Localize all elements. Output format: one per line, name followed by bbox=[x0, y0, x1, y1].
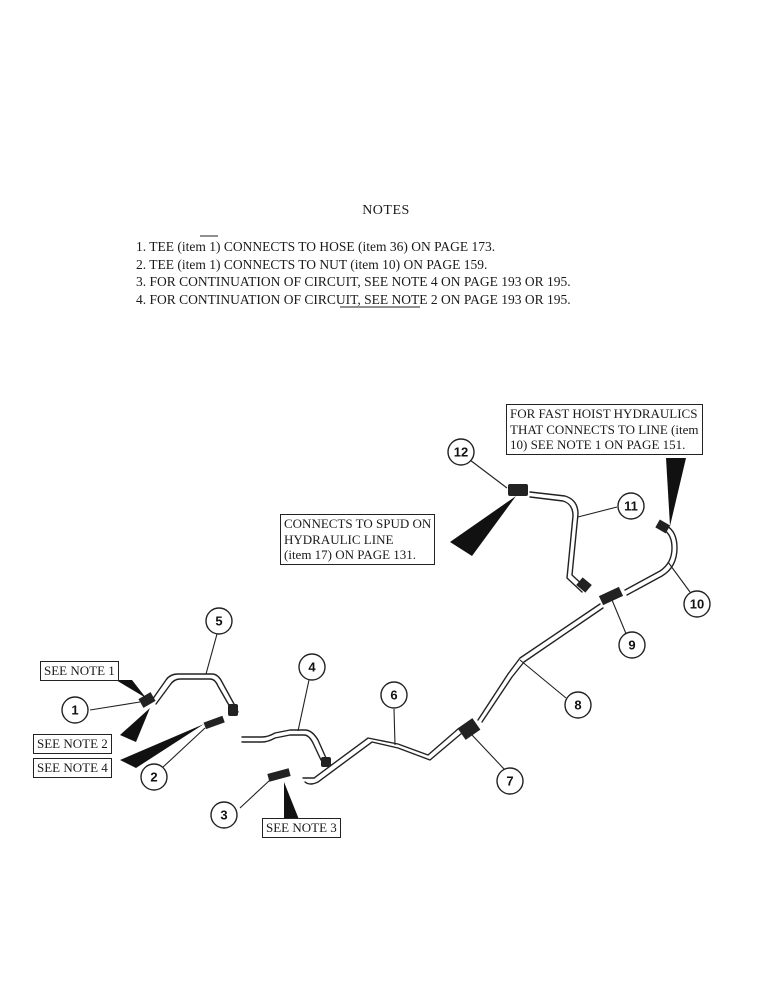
fitting-union-7 bbox=[457, 718, 481, 740]
note-4: 4. FOR CONTINUATION OF CIRCUIT, SEE NOTE… bbox=[136, 291, 571, 307]
fitting-nut-11 bbox=[576, 577, 592, 593]
tube-item-4-inner bbox=[241, 734, 322, 761]
fitting-tee-9 bbox=[598, 586, 624, 606]
item-9-circle bbox=[618, 631, 646, 659]
item-3-label: 3 bbox=[220, 808, 227, 823]
callout-see-note-3: SEE NOTE 3 bbox=[262, 818, 341, 838]
item-6-circle bbox=[380, 681, 408, 709]
leader-5 bbox=[205, 633, 218, 675]
tube-item-4 bbox=[241, 729, 327, 759]
item-5-circle bbox=[205, 607, 233, 635]
item-12-circle bbox=[447, 438, 475, 466]
pointer-spud bbox=[450, 496, 516, 556]
item-12-label: 12 bbox=[454, 445, 468, 460]
leader-3 bbox=[239, 779, 271, 809]
callout-see-note-2: SEE NOTE 2 bbox=[33, 734, 112, 754]
item-8-circle bbox=[564, 691, 592, 719]
leader-8 bbox=[519, 659, 567, 699]
leader-4 bbox=[297, 679, 310, 732]
tube-item-6-inner bbox=[302, 728, 459, 779]
leader-12 bbox=[469, 459, 508, 489]
callout-spud: CONNECTS TO SPUD ON HYDRAULIC LINE (item… bbox=[280, 514, 436, 565]
leader-11 bbox=[577, 506, 618, 518]
note-1: 1. TEE (item 1) CONNECTS TO HOSE (item 3… bbox=[136, 239, 496, 254]
note-3: 3. FOR CONTINUATION OF CIRCUIT, SEE NOTE… bbox=[136, 274, 571, 289]
fitting-tee-1 bbox=[138, 692, 156, 708]
callout-see-note-1: SEE NOTE 1 bbox=[40, 661, 119, 681]
fitting-tee-2 bbox=[203, 715, 225, 730]
item-2-label: 2 bbox=[150, 770, 157, 785]
item-7-circle bbox=[496, 767, 524, 795]
item-11-label: 11 bbox=[624, 499, 638, 514]
callout-see-note-4: SEE NOTE 4 bbox=[33, 758, 112, 778]
item-7-label: 7 bbox=[506, 774, 513, 789]
item-10-circle bbox=[683, 590, 711, 618]
pointer-fast-hoist bbox=[666, 458, 686, 526]
pointer-note-2 bbox=[120, 708, 150, 742]
tube-item-6 bbox=[304, 732, 463, 785]
fitting-end-10 bbox=[655, 519, 671, 534]
item-6-label: 6 bbox=[390, 688, 397, 703]
callout-fast-hoist-line-3: 10) SEE NOTE 1 ON PAGE 151. bbox=[510, 437, 686, 452]
notes-title: NOTES bbox=[362, 203, 410, 218]
tube-item-8 bbox=[477, 603, 601, 721]
note-2: 2. TEE (item 1) CONNECTS TO NUT (item 10… bbox=[136, 256, 488, 272]
notes-list: 1. TEE (item 1) CONNECTS TO HOSE (item 3… bbox=[136, 238, 571, 308]
leader-7 bbox=[471, 734, 506, 771]
fitting-nut-5 bbox=[228, 704, 238, 716]
item-5-label: 5 bbox=[215, 614, 222, 629]
callout-fast-hoist-line-2: THAT CONNECTS TO LINE (item bbox=[510, 421, 699, 437]
fitting-nut-4 bbox=[321, 757, 331, 767]
tube-item-5-inner bbox=[155, 678, 231, 708]
tube-item-10 bbox=[624, 529, 673, 591]
callout-spud-line-3: (item 17) ON PAGE 131. bbox=[284, 547, 417, 562]
tube-item-10-inner bbox=[626, 525, 678, 596]
fitting-elbow-12 bbox=[508, 484, 528, 496]
item-10-label: 10 bbox=[690, 597, 704, 612]
item-11-circle bbox=[617, 492, 645, 520]
pointer-note-3 bbox=[284, 782, 300, 822]
item-4-label: 4 bbox=[308, 660, 316, 675]
callout-fast-hoist: FOR FAST HOIST HYDRAULICS THAT CONNECTS … bbox=[506, 404, 703, 455]
leader-6 bbox=[393, 708, 396, 746]
leader-9 bbox=[611, 599, 628, 637]
tube-item-11 bbox=[529, 491, 587, 589]
leader-1 bbox=[89, 701, 141, 711]
pointer-note-4 bbox=[120, 724, 204, 768]
fitting-cross-3 bbox=[267, 768, 291, 782]
leader-10 bbox=[667, 561, 691, 593]
tube-item-8-inner bbox=[481, 607, 604, 723]
callout-fast-hoist-line-1: FOR FAST HOIST HYDRAULICS bbox=[510, 406, 698, 421]
tube-item-11-inner bbox=[529, 496, 583, 593]
callout-spud-line-1: CONNECTS TO SPUD ON bbox=[284, 516, 432, 531]
item-1-label: 1 bbox=[71, 703, 78, 718]
item-8-label: 8 bbox=[574, 698, 581, 713]
pointer-note-1 bbox=[116, 680, 146, 698]
item-4-circle bbox=[298, 653, 326, 681]
callout-spud-line-2: HYDRAULIC LINE bbox=[284, 531, 394, 547]
leader-2 bbox=[161, 727, 206, 769]
item-2-circle bbox=[140, 763, 168, 791]
item-1-circle bbox=[61, 696, 89, 724]
item-3-circle bbox=[210, 801, 238, 829]
item-9-label: 9 bbox=[628, 638, 635, 653]
